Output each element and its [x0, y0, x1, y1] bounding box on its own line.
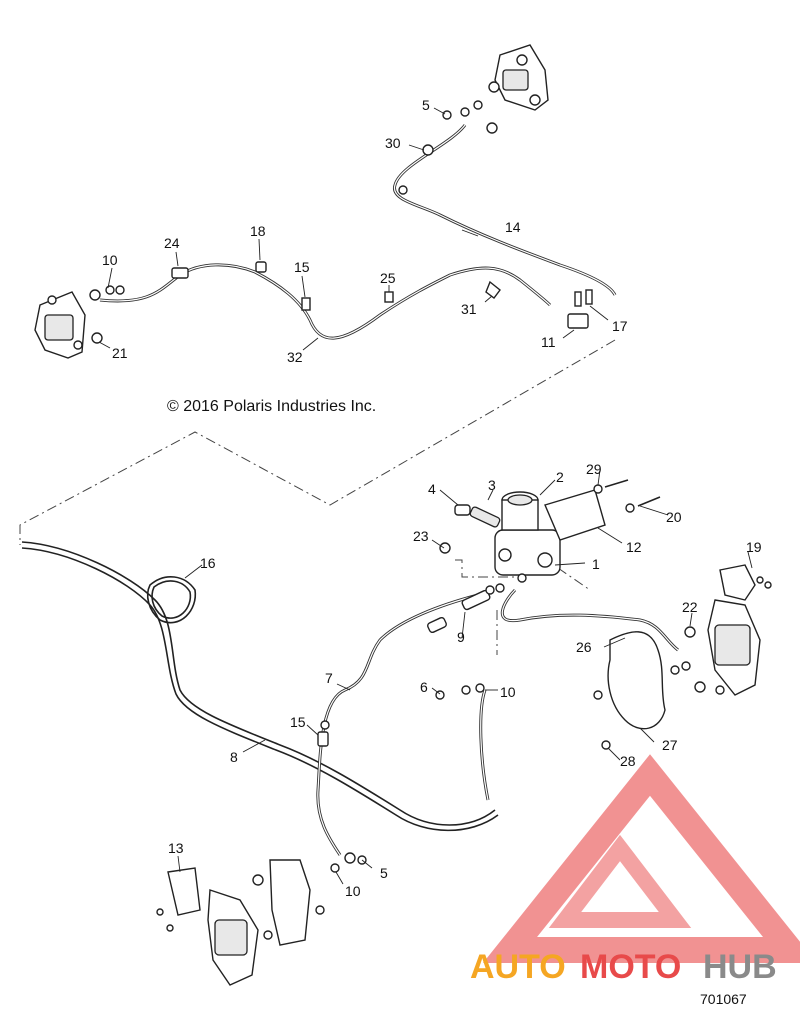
front-left-caliper: [34, 285, 125, 359]
callout-28: 28: [620, 753, 636, 769]
callout-4: 4: [428, 481, 436, 497]
rear-left-caliper: [156, 859, 325, 986]
callout-26: 26: [576, 639, 592, 655]
callout-27: 27: [662, 737, 678, 753]
master-cylinder: [439, 479, 661, 576]
callout-7: 7: [325, 670, 333, 686]
callout-6: 6: [420, 679, 428, 695]
callout-10-upper: 10: [102, 252, 118, 268]
callout-32: 32: [287, 349, 303, 365]
callout-18: 18: [250, 223, 266, 239]
callout-19: 19: [746, 539, 762, 555]
callout-labels: 1 2 3 4 5 5 6 7 8 9 10 10 10 11 12 13 14…: [102, 97, 762, 899]
upper-brake-lines: [99, 124, 617, 340]
lower-leaders: [177, 469, 753, 885]
callout-15-lower: 15: [290, 714, 306, 730]
callout-31: 31: [461, 301, 477, 317]
callout-14: 14: [505, 219, 521, 235]
front-right-caliper: [442, 44, 549, 134]
callout-25: 25: [380, 270, 396, 286]
callout-13: 13: [168, 840, 184, 856]
callout-5-upper: 5: [422, 97, 430, 113]
callout-21: 21: [112, 345, 128, 361]
callout-17: 17: [612, 318, 628, 334]
callout-16: 16: [200, 555, 216, 571]
callout-9: 9: [457, 629, 465, 645]
callout-24: 24: [164, 235, 180, 251]
callout-20: 20: [666, 509, 682, 525]
watermark-logo: [482, 754, 800, 963]
callout-23: 23: [413, 528, 429, 544]
callout-10-lower: 10: [345, 883, 361, 899]
callout-2: 2: [556, 469, 564, 485]
lower-brake-lines: [21, 541, 679, 856]
callout-8: 8: [230, 749, 238, 765]
watermark-text-hub: HUB: [703, 948, 777, 986]
callout-5-lower: 5: [380, 865, 388, 881]
watermark-text-moto: MOTO: [580, 948, 681, 986]
callout-3: 3: [488, 477, 496, 493]
copyright-text: © 2016 Polaris Industries Inc.: [167, 398, 376, 415]
callout-1: 1: [592, 556, 600, 572]
callout-10-mid: 10: [500, 684, 516, 700]
callout-30: 30: [385, 135, 401, 151]
watermark-triangle-icon: [482, 754, 800, 963]
callout-15-upper: 15: [294, 259, 310, 275]
callout-22: 22: [682, 599, 698, 615]
watermark-text-auto: AUTO: [470, 948, 566, 986]
upper-leaders: [98, 107, 609, 351]
caliper-guard: [593, 631, 666, 750]
callout-11: 11: [541, 334, 556, 350]
connection-dashes: [19, 339, 616, 655]
reference-number: 701067: [700, 991, 747, 1007]
callout-29: 29: [586, 461, 602, 477]
callout-12: 12: [626, 539, 642, 555]
watermark-text: AUTO MOTO HUB: [470, 948, 777, 986]
rear-right-caliper: [670, 564, 772, 696]
upper-small-parts: [171, 144, 593, 329]
